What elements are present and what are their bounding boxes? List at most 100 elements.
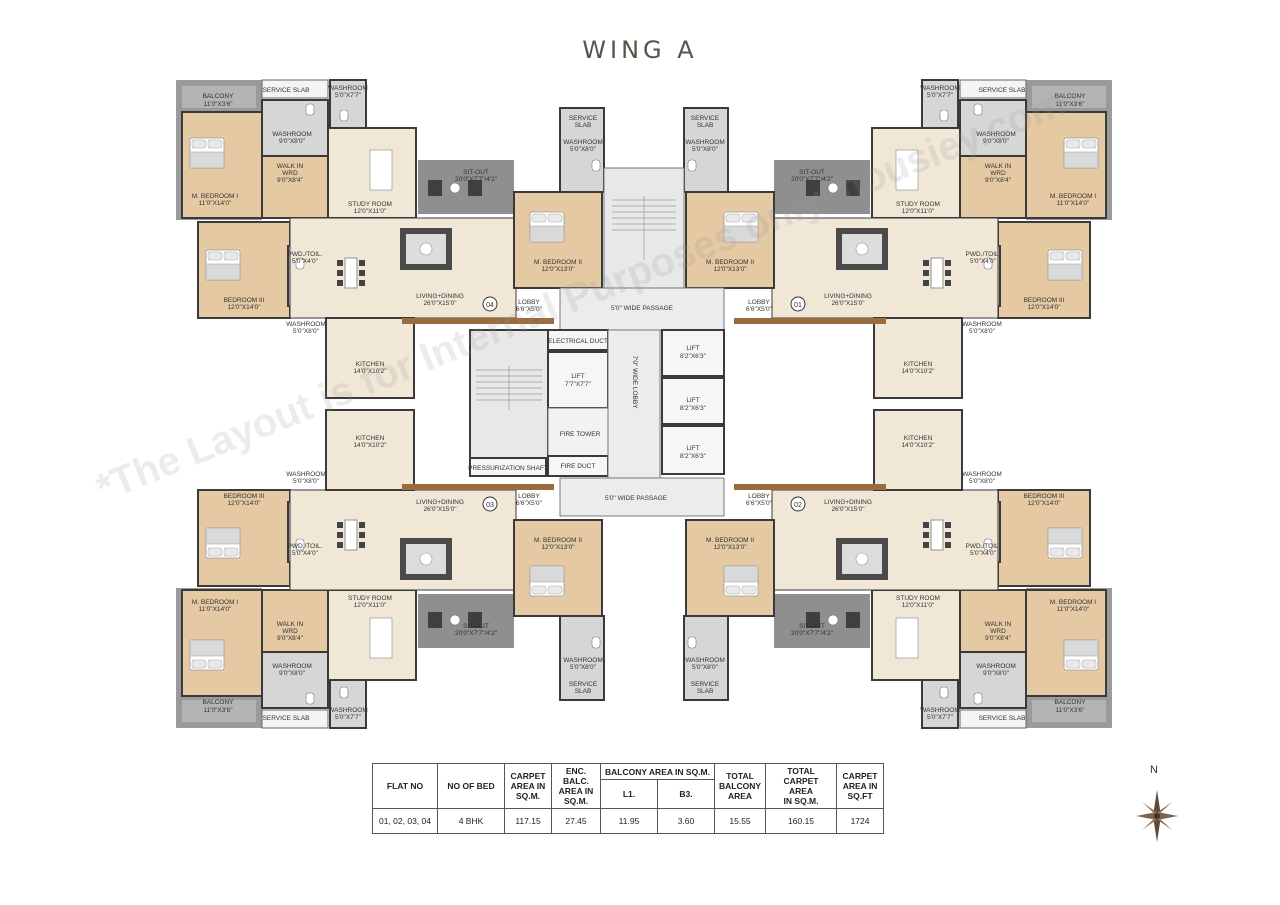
svg-text:WALK IN: WALK IN [277,621,304,628]
svg-text:5'0"X4'0": 5'0"X4'0" [970,550,997,557]
svg-text:11'0"X3'6": 11'0"X3'6" [203,101,233,108]
svg-text:SERVICE: SERVICE [691,115,720,122]
svg-text:WASHROOM: WASHROOM [920,707,959,714]
lift-3-label: LIFT [686,445,699,452]
svg-text:5'0"X7'7": 5'0"X7'7" [927,714,954,721]
svg-text:14'0"X10'2": 14'0"X10'2" [353,368,387,375]
lobby-label: 7'0" WIDE LOBBY [631,355,638,409]
lift-1-label: LIFT [686,345,699,352]
svg-text:6'6"X5'0": 6'6"X5'0" [746,500,773,507]
svg-text:WASHROOM: WASHROOM [976,131,1015,138]
svg-text:KITCHEN: KITCHEN [356,361,385,368]
svg-text:WRD: WRD [990,628,1006,635]
svg-text:BALCONY: BALCONY [1054,699,1086,706]
cell-carpet: 117.15 [504,808,552,834]
svg-text:BALCONY: BALCONY [202,699,234,706]
svg-text:SERVICE: SERVICE [569,681,598,688]
svg-text:14'0"X10'2": 14'0"X10'2" [901,442,935,449]
svg-text:BEDROOM III: BEDROOM III [1024,297,1065,304]
svg-text:9'0"X8'0": 9'0"X8'0" [279,138,306,145]
svg-text:M. BEDROOM II: M. BEDROOM II [706,537,754,544]
svg-text:5'0"X7'7": 5'0"X7'7" [927,92,954,99]
flat-01-number: 01 [794,302,802,309]
svg-text:BEDROOM III: BEDROOM III [224,297,265,304]
svg-text:WALK IN: WALK IN [277,163,304,170]
svg-text:SERVICE SLAB: SERVICE SLAB [979,87,1026,94]
lift-left-label: LIFT [571,373,584,380]
svg-text:KITCHEN: KITCHEN [356,435,385,442]
svg-text:14'0"X10'2": 14'0"X10'2" [353,442,387,449]
svg-text:SLAB: SLAB [575,122,592,129]
svg-text:WASHROOM: WASHROOM [286,321,325,328]
th-l1: L1. [600,779,658,809]
svg-text:KITCHEN: KITCHEN [904,361,933,368]
svg-text:PWD./TOIL.: PWD./TOIL. [966,251,1001,258]
svg-text:SIT-OUT: SIT-OUT [463,169,489,176]
svg-text:SERVICE: SERVICE [691,681,720,688]
svg-text:12'0"X14'0": 12'0"X14'0" [1027,304,1061,311]
pressurization-shaft-label: PRESSURIZATION SHAFT [468,465,548,472]
svg-text:12'0"X11'0": 12'0"X11'0" [902,602,935,609]
svg-text:5'0"X8'0": 5'0"X8'0" [570,664,597,671]
svg-text:12'0"X13'0": 12'0"X13'0" [541,544,575,551]
flat-03 [176,409,605,729]
svg-text:SERVICE SLAB: SERVICE SLAB [979,715,1026,722]
svg-text:5'0"X8'0": 5'0"X8'0" [969,328,996,335]
svg-text:6'6"X5'0": 6'6"X5'0" [516,306,543,313]
fire-duct-label: FIRE DUCT [561,463,596,470]
svg-text:SERVICE SLAB: SERVICE SLAB [263,715,310,722]
svg-text:20'0"X7'7"/4'2": 20'0"X7'7"/4'2" [791,630,834,637]
svg-text:LOBBY: LOBBY [518,299,540,306]
svg-text:11'0"X14'0": 11'0"X14'0" [199,606,232,613]
svg-text:BALCONY: BALCONY [1054,93,1086,100]
svg-text:26'0"X15'0": 26'0"X15'0" [423,300,457,307]
svg-text:LOBBY: LOBBY [518,493,540,500]
fire-tower-label: FIRE TOWER [560,431,601,438]
svg-text:9'0"X8'0": 9'0"X8'0" [983,670,1010,677]
svg-text:SIT-OUT: SIT-OUT [799,169,825,176]
svg-text:WASHROOM: WASHROOM [272,131,311,138]
svg-text:5'0"X8'0": 5'0"X8'0" [969,478,996,485]
svg-text:9'0"X8'0": 9'0"X8'0" [279,670,306,677]
passage-top-label: 5'0" WIDE PASSAGE [611,305,674,312]
svg-text:WASHROOM: WASHROOM [286,471,325,478]
svg-text:M. BEDROOM I: M. BEDROOM I [1050,599,1096,606]
svg-text:WASHROOM: WASHROOM [920,85,959,92]
core [469,167,725,517]
core-labels: 5'0" WIDE PASSAGE 5'0" WIDE PASSAGE 7'0"… [468,305,706,502]
svg-text:WASHROOM: WASHROOM [563,657,602,664]
svg-text:M. BEDROOM I: M. BEDROOM I [192,599,238,606]
svg-text:LIVING+DINING: LIVING+DINING [416,293,464,300]
svg-text:20'0"X7'7"/4'2": 20'0"X7'7"/4'2" [455,630,498,637]
svg-text:PWD./TOIL.: PWD./TOIL. [288,543,323,550]
svg-text:WASHROOM: WASHROOM [328,85,367,92]
flat-01 [683,79,1112,399]
svg-text:5'0"X7'7": 5'0"X7'7" [335,92,362,99]
th-balcony-area: BALCONY AREA IN SQ.M. [600,763,715,780]
svg-text:M. BEDROOM II: M. BEDROOM II [706,259,754,266]
svg-text:11'0"X3'6": 11'0"X3'6" [1055,707,1085,714]
compass-icon: N [1132,764,1182,844]
cell-total-balcony: 15.55 [713,808,767,834]
compass-north-label: N [1150,764,1158,776]
svg-text:SERVICE SLAB: SERVICE SLAB [263,87,310,94]
svg-text:WASHROOM: WASHROOM [328,707,367,714]
svg-text:SERVICE: SERVICE [569,115,598,122]
svg-text:20'0"X7'7"/4'2": 20'0"X7'7"/4'2" [791,176,834,183]
svg-text:KITCHEN: KITCHEN [904,435,933,442]
svg-text:6'6"X5'0": 6'6"X5'0" [516,500,543,507]
lift-1-size: 8'2"X6'3" [680,353,707,360]
svg-text:BALCONY: BALCONY [202,93,234,100]
th-flat-no: FLAT NO [372,763,438,809]
svg-text:5'0"X8'0": 5'0"X8'0" [293,328,320,335]
flat-02-number: 02 [794,502,802,509]
svg-text:M. BEDROOM I: M. BEDROOM I [192,193,238,200]
svg-text:26'0"X15'0": 26'0"X15'0" [423,506,457,513]
svg-text:STUDY ROOM: STUDY ROOM [348,595,392,602]
flat-03-number: 03 [486,502,494,509]
svg-text:WASHROOM: WASHROOM [962,471,1001,478]
